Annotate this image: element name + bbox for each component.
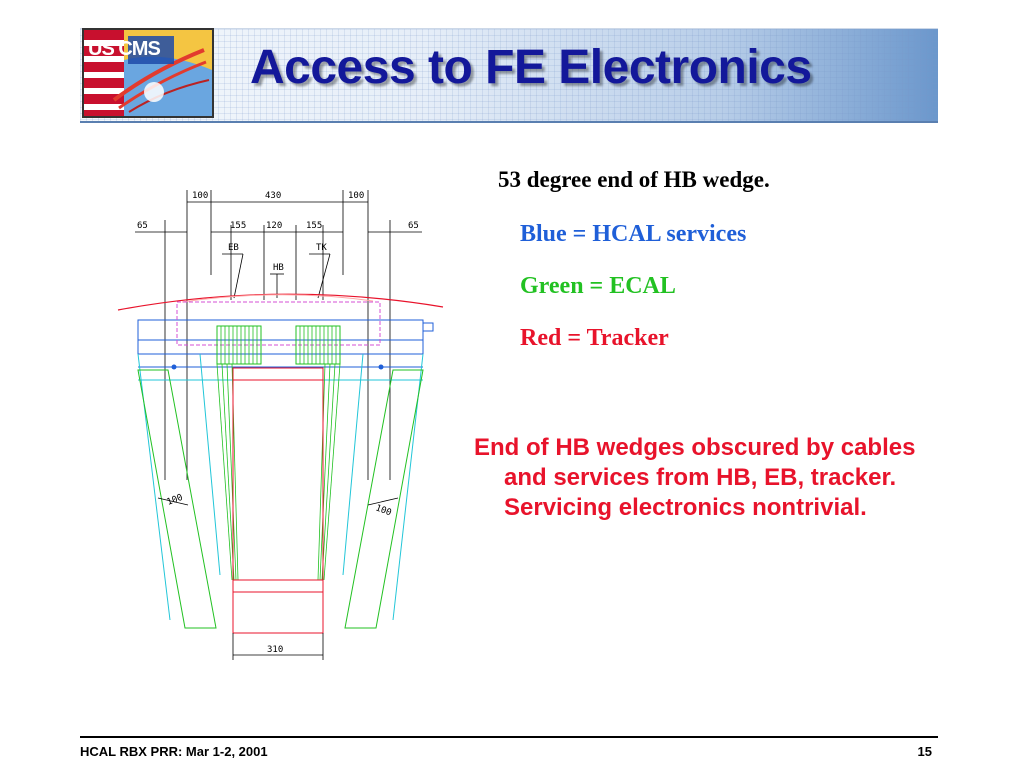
dim-right-diag: 100	[374, 503, 393, 518]
hb-wedge-drawing: 100 430 100 65 155 120 155 65 EB HB TK	[117, 190, 444, 660]
legend-green: Green = ECAL	[520, 273, 676, 299]
dim-left-diag: 100	[166, 493, 185, 508]
label-tk: TK	[316, 243, 327, 253]
dim-right-top: 100	[348, 191, 364, 201]
dim-inner-left: 155	[230, 221, 246, 231]
legend-notes: 53 degree end of HB wedge. Blue = HCAL s…	[498, 168, 918, 378]
footer-divider	[80, 736, 938, 738]
dim-left-side: 65	[137, 221, 148, 231]
dim-center-top: 430	[265, 191, 281, 201]
label-eb: EB	[228, 243, 239, 253]
notes-heading: 53 degree end of HB wedge.	[498, 167, 770, 192]
legend-blue: Blue = HCAL services	[520, 221, 747, 247]
dim-left-top: 100	[192, 191, 208, 201]
logo-text: US CMS	[88, 38, 161, 60]
footer-left: HCAL RBX PRR: Mar 1-2, 2001	[80, 744, 268, 759]
body-text: End of HB wedges obscured by cables and …	[474, 434, 916, 521]
page-number: 15	[917, 744, 932, 759]
dim-bottom: 310	[267, 645, 283, 655]
header-bar	[80, 28, 938, 123]
us-cms-logo: US CMS	[82, 28, 214, 118]
dim-right-side: 65	[408, 221, 419, 231]
page-title: Access to FE Electronics	[250, 41, 812, 94]
label-hb: HB	[273, 263, 284, 273]
legend-red: Red = Tracker	[520, 325, 669, 351]
dim-center: 120	[266, 221, 282, 231]
dim-inner-right: 155	[306, 221, 322, 231]
